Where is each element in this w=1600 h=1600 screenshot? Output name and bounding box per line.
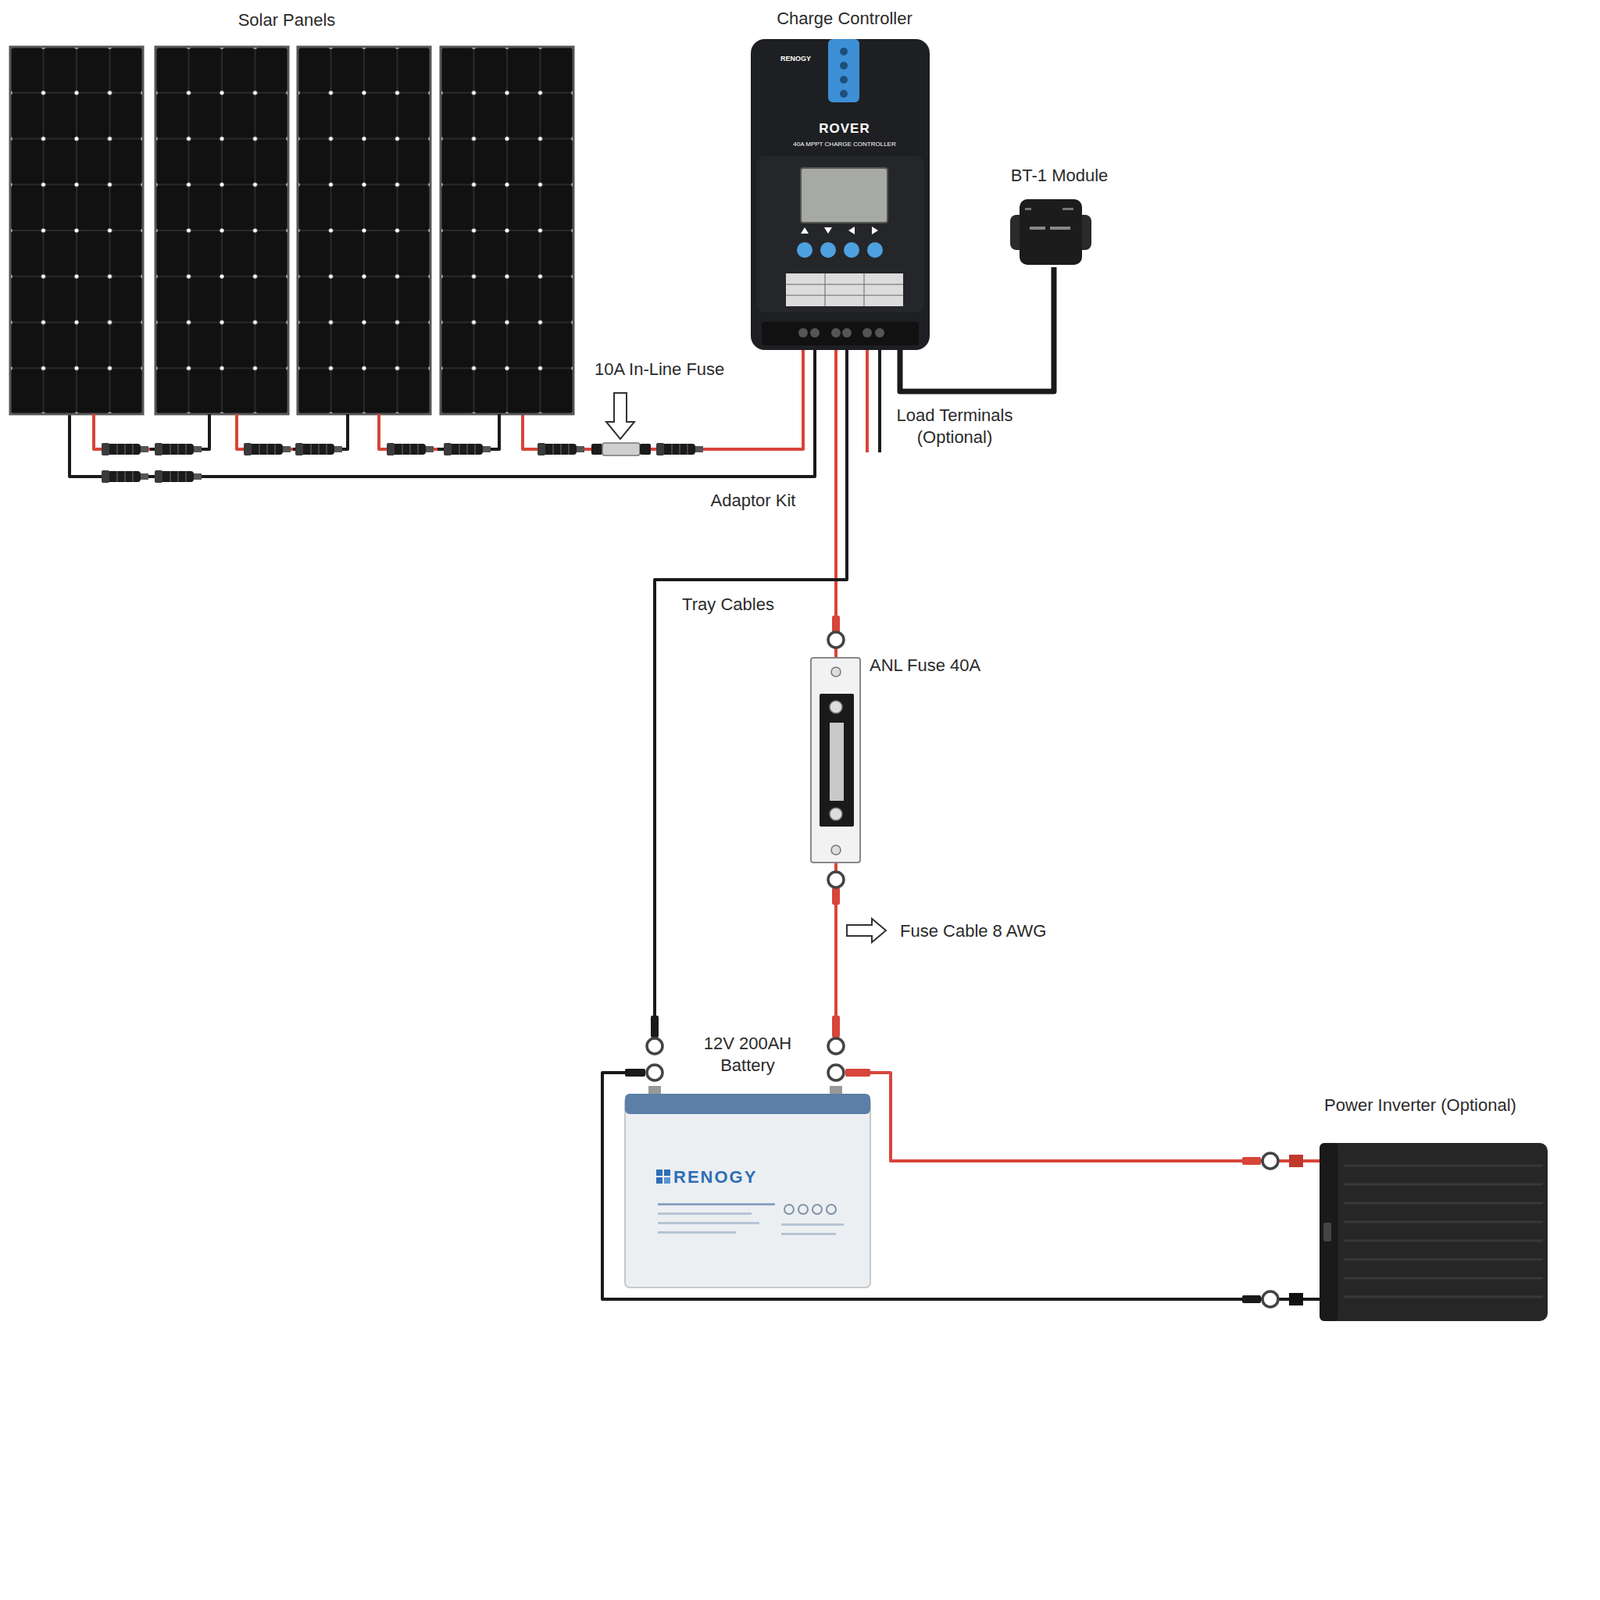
cable bbox=[602, 1072, 1320, 1300]
cable bbox=[522, 350, 804, 450]
cable bbox=[900, 267, 1054, 392]
component-label: ANL Fuse 40A bbox=[869, 654, 981, 677]
solar-panels bbox=[10, 46, 574, 415]
charge-controller: Charge ControllerRENOGYROVER40A MPPT CHA… bbox=[750, 39, 930, 350]
battery: 12V 200AH BatteryRENOGY bbox=[625, 1039, 871, 1288]
ring-terminals bbox=[625, 615, 1279, 1308]
anl-fuse bbox=[810, 657, 861, 863]
component-label: 12V 200AH Battery bbox=[696, 1032, 799, 1076]
cable bbox=[834, 350, 838, 658]
cable bbox=[870, 1072, 1320, 1161]
callout-label: Fuse Cable 8 AWG bbox=[900, 920, 1047, 943]
model-subtitle: 40A MPPT CHARGE CONTROLLER bbox=[792, 140, 896, 149]
brand-logo: RENOGY bbox=[780, 54, 811, 64]
callout-label: Tray Cables bbox=[682, 593, 775, 616]
callout-arrow bbox=[606, 392, 635, 440]
bt1-module: BT-1 Module bbox=[1010, 196, 1092, 268]
battery bbox=[625, 1085, 871, 1288]
load-terminal-wires bbox=[867, 350, 880, 453]
mc4-connectors bbox=[101, 442, 704, 483]
component-label: BT-1 Module bbox=[1010, 164, 1109, 187]
anl-fuse: ANL Fuse 40A bbox=[810, 657, 861, 863]
bt1-module bbox=[1010, 199, 1092, 265]
component-label: Charge Controller bbox=[776, 7, 913, 30]
model-name: ROVER bbox=[818, 120, 870, 137]
inline-fuse bbox=[591, 442, 651, 456]
cable bbox=[69, 350, 815, 477]
component-label: Solar Panels bbox=[238, 9, 336, 32]
charge-controller bbox=[750, 39, 930, 350]
callout-label: 10A In-Line Fuse bbox=[594, 358, 725, 381]
component-label: Power Inverter (Optional) bbox=[1324, 1094, 1517, 1117]
callout-label: Load Terminals (Optional) bbox=[892, 404, 1018, 448]
power-inverter: Power Inverter (Optional) bbox=[1319, 1142, 1548, 1322]
cable bbox=[834, 862, 838, 1040]
brand-logo: RENOGY bbox=[673, 1166, 758, 1189]
callout-arrow bbox=[846, 918, 886, 943]
callout-label: Adaptor Kit bbox=[710, 489, 797, 512]
power-inverter bbox=[1289, 1142, 1548, 1322]
series-wiring bbox=[93, 414, 500, 450]
cable bbox=[654, 350, 847, 1040]
solar-array: Solar Panels bbox=[10, 46, 574, 415]
